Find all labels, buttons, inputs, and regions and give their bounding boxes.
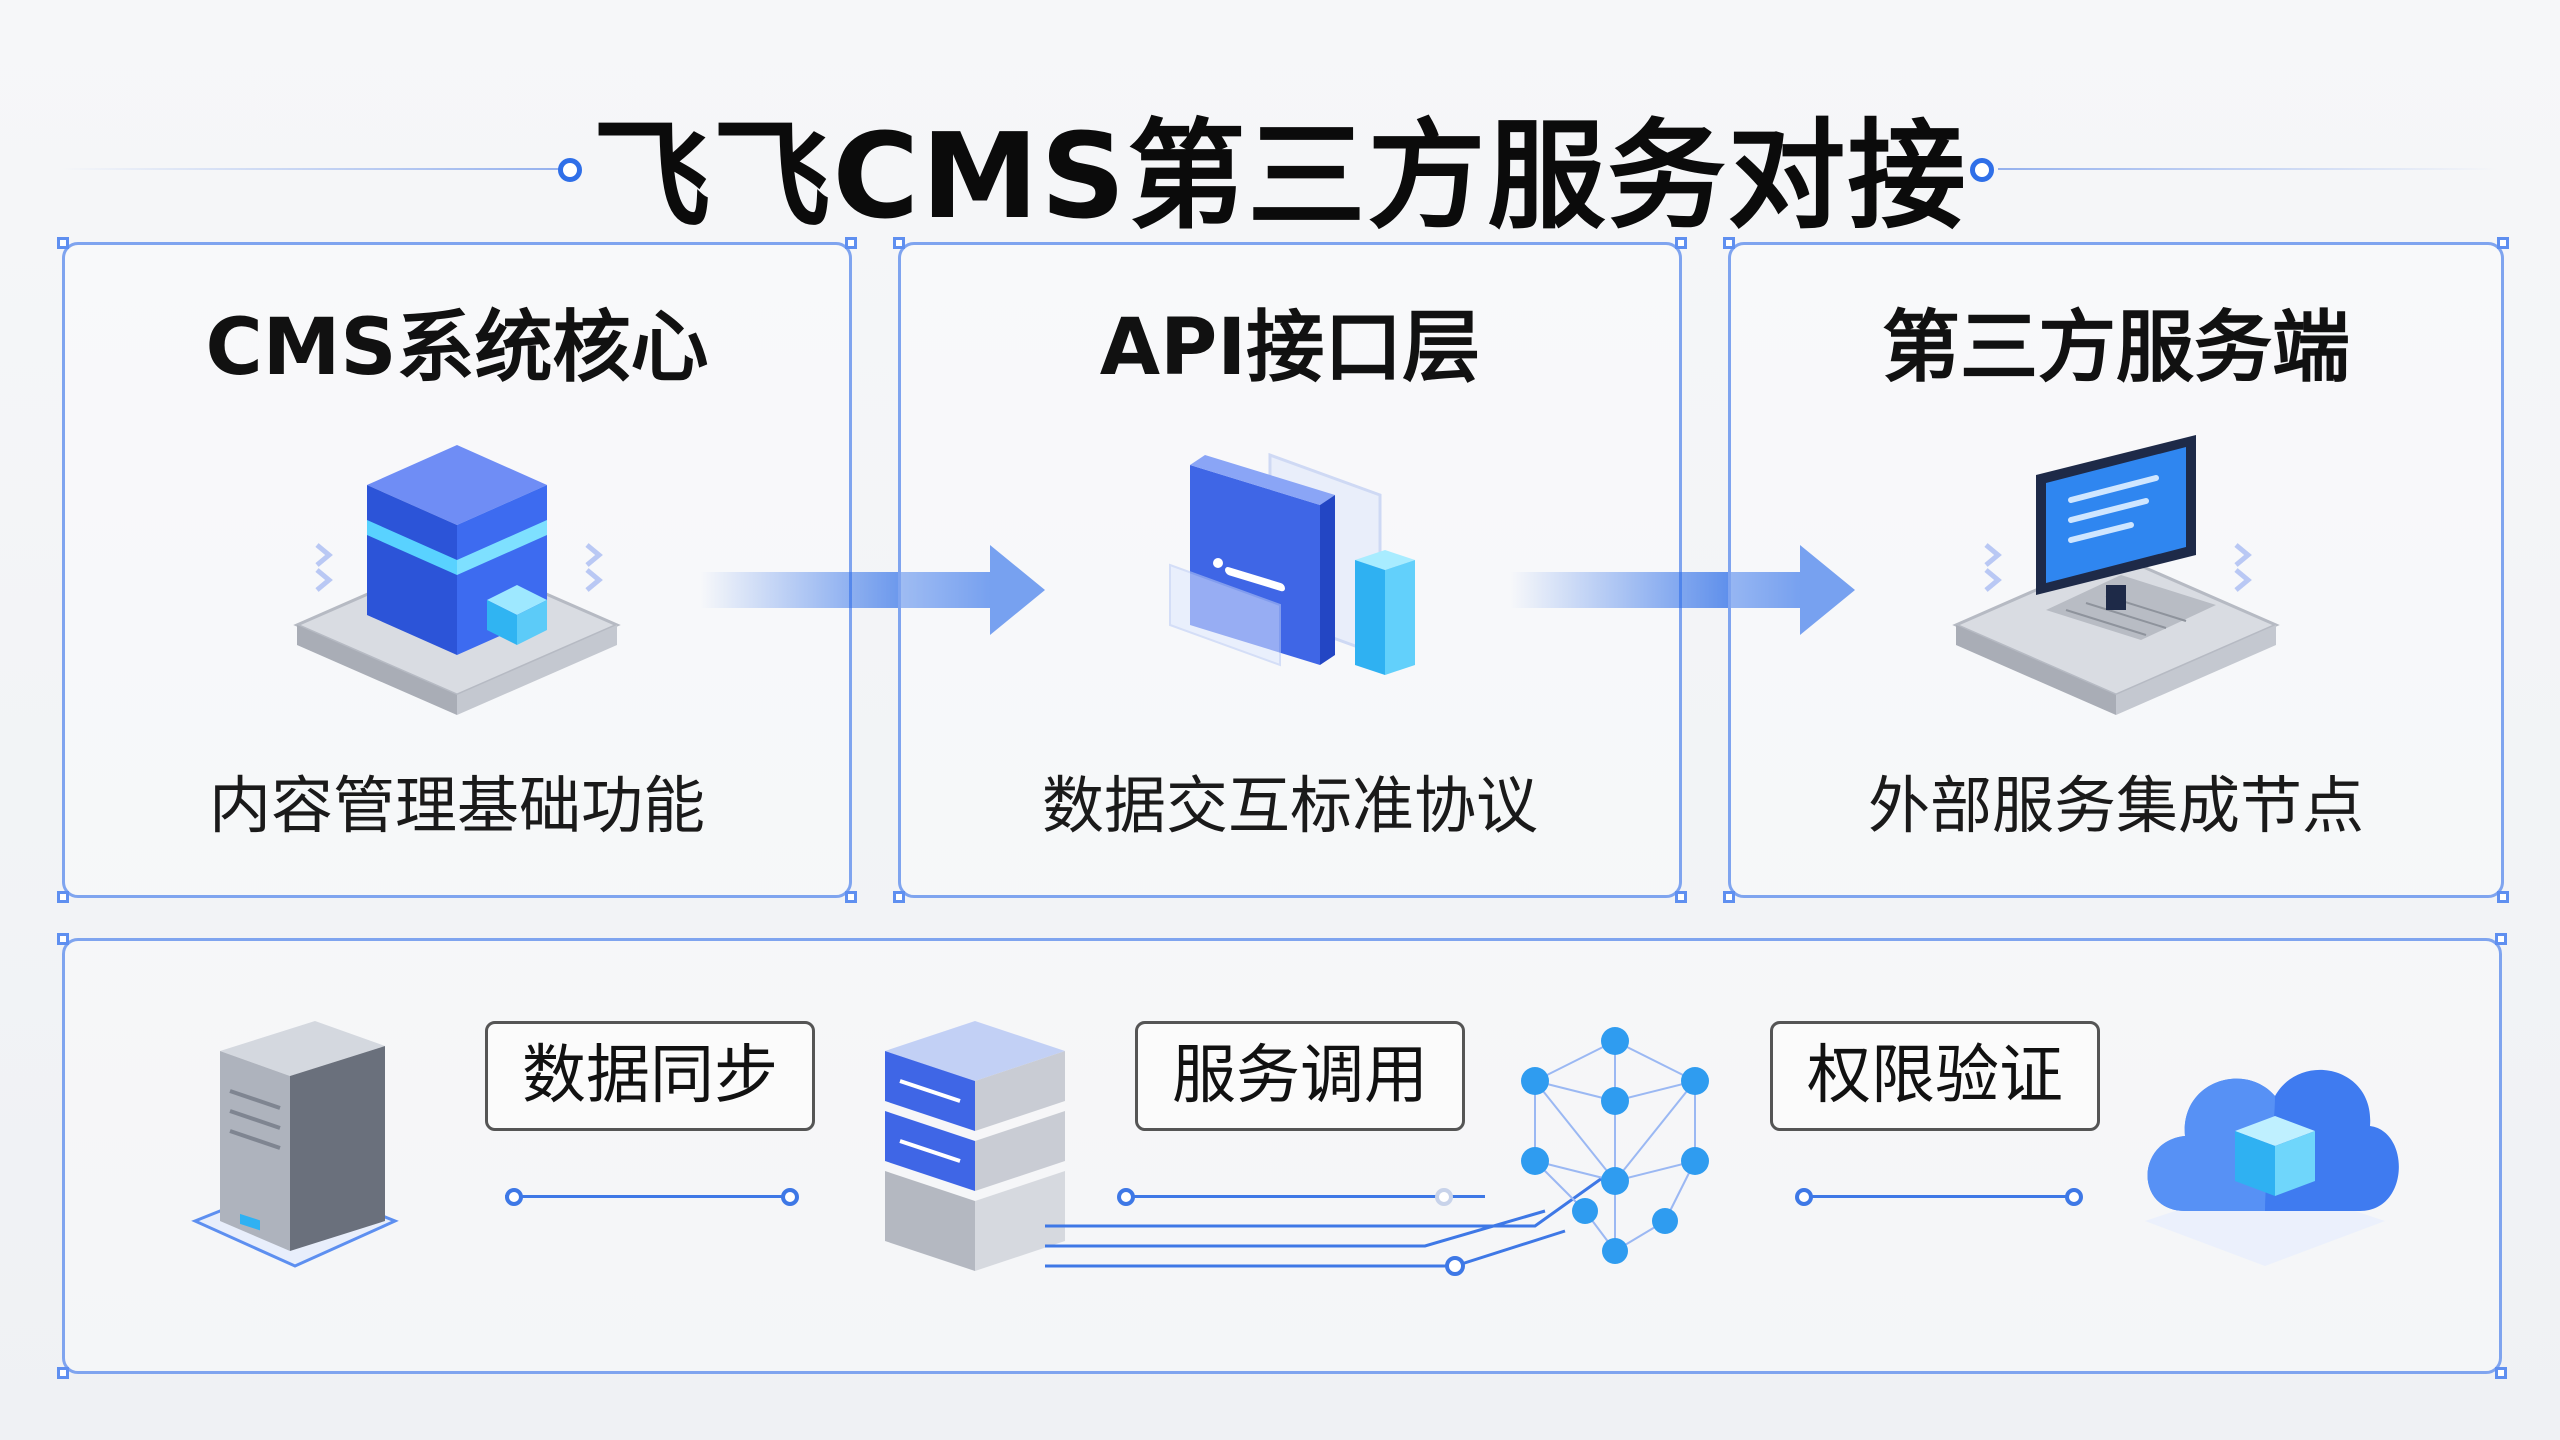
connector-line [1125, 1195, 1485, 1198]
corner-marker [893, 237, 905, 249]
corner-marker [57, 891, 69, 903]
corner-marker [1675, 891, 1687, 903]
connector-node [1117, 1188, 1135, 1206]
panel-cms-core: CMS系统核心 内容管理基础功能 [57, 237, 857, 903]
server-block-icon [65, 425, 849, 725]
label-service-call: 服务调用 [1135, 1021, 1465, 1131]
panel-caption: 内容管理基础功能 [208, 769, 705, 842]
corner-marker [845, 237, 857, 249]
corner-marker [2495, 933, 2507, 945]
corner-marker [845, 891, 857, 903]
title-area: 飞飞CMS第三方服务对接 [0, 40, 2560, 245]
network-nodes-icon [1505, 1021, 1725, 1285]
panel-third-party: 第三方服务端 外部服务集成节点 [1723, 237, 2509, 903]
corner-marker [2495, 1367, 2507, 1379]
panel-caption: 外部服务集成节点 [1867, 769, 2364, 842]
title-dot-left [558, 158, 582, 182]
corner-marker [2497, 237, 2509, 249]
title-dot-right [1970, 158, 1994, 182]
connector-node [781, 1188, 799, 1206]
corner-marker [893, 891, 905, 903]
network-links-icon [1045, 1171, 1606, 1295]
title-line-right [1998, 168, 2498, 170]
corner-marker [2497, 891, 2509, 903]
panel-title: 第三方服务端 [1881, 303, 2350, 393]
corner-marker [57, 933, 69, 945]
panel-caption: 数据交互标准协议 [1041, 769, 1538, 842]
cloud-cube-icon [2125, 1021, 2405, 1285]
rack-server-icon [865, 1011, 1085, 1295]
flow-arrow-icon [1510, 530, 1860, 654]
corner-marker [57, 237, 69, 249]
label-data-sync: 数据同步 [485, 1021, 815, 1131]
database-server-icon [185, 1011, 405, 1295]
connector-line [505, 1195, 795, 1198]
title-line-left [60, 168, 560, 170]
corner-marker [1675, 237, 1687, 249]
corner-marker [57, 1367, 69, 1379]
panel-title: CMS系统核心 [205, 303, 709, 393]
connector-line [1805, 1195, 2075, 1198]
panel-title: API接口层 [1099, 303, 1481, 393]
integration-flow-panel: 数据同步 服务调用 [57, 933, 2507, 1379]
api-card-icon [901, 425, 1679, 725]
connector-node [2065, 1188, 2083, 1206]
connector-node [505, 1188, 523, 1206]
flow-arrow-icon [700, 530, 1050, 654]
computer-terminal-icon [1731, 425, 2501, 725]
label-auth-verify: 权限验证 [1770, 1021, 2100, 1131]
panel-api-layer: API接口层 数据交互标准协议 [893, 237, 1687, 903]
corner-marker [1723, 891, 1735, 903]
corner-marker [1723, 237, 1735, 249]
connector-node [1435, 1188, 1453, 1206]
connector-node [1795, 1188, 1813, 1206]
page-title: 飞飞CMS第三方服务对接 [592, 107, 1968, 245]
